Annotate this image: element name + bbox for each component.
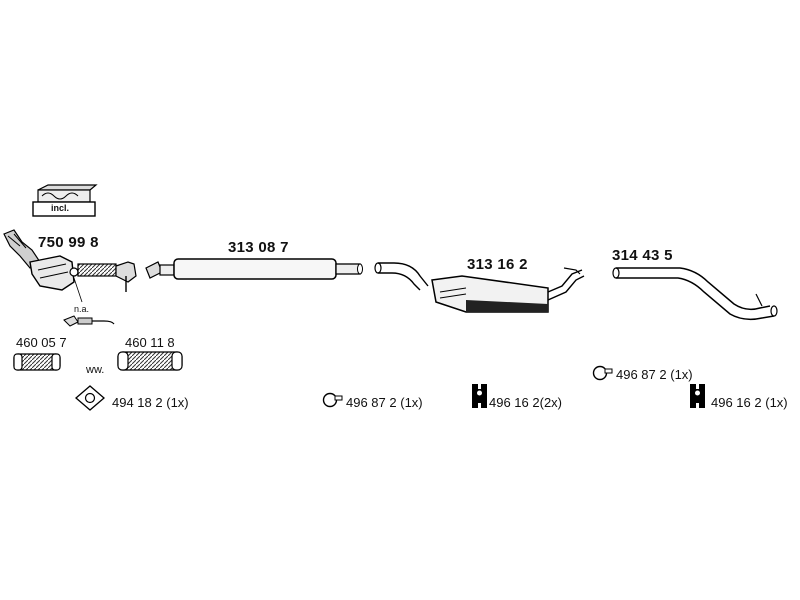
clamp-2-qty: (1x) [670, 367, 693, 382]
part-number-flex-pipe-a: 460 05 7 [16, 335, 67, 350]
clamp-2-number: 496 87 2 [616, 367, 667, 382]
clamp-1-icon [322, 392, 343, 408]
hanger-1-icon [472, 384, 487, 408]
hanger-1-number: 496 16 2 [489, 395, 540, 410]
hanger-1-qty: (2x) [539, 395, 562, 410]
clamp-2-icon [592, 365, 613, 381]
hanger-1-label: 496 16 2(2x) [489, 395, 562, 410]
lambda-sensor [63, 315, 115, 327]
gasket-number: 494 18 2 [112, 395, 163, 410]
hanger-2-qty: (1x) [765, 395, 788, 410]
included-kit-box [32, 184, 98, 217]
hanger-2-icon [690, 384, 705, 408]
included-kit-label: incl. [51, 203, 70, 213]
clamp-1-qty: (1x) [400, 395, 423, 410]
part-number-middle-pipe: 313 08 7 [228, 239, 289, 256]
part-number-rear-pipe: 314 43 5 [612, 247, 673, 264]
clamp-2-label: 496 87 2 (1x) [616, 367, 693, 382]
hanger-2-number: 496 16 2 [711, 395, 762, 410]
flex-pipe-a [13, 353, 61, 371]
centre-silencer [374, 262, 585, 313]
clamp-1-number: 496 87 2 [346, 395, 397, 410]
gasket [75, 385, 105, 411]
sensor-note: n.a. [74, 304, 90, 314]
clamp-1-label: 496 87 2 (1x) [346, 395, 423, 410]
gasket-qty: (1x) [166, 395, 189, 410]
middle-pipe [145, 258, 363, 280]
hanger-2-label: 496 16 2 (1x) [711, 395, 788, 410]
part-number-flex-pipe-b: 460 11 8 [125, 335, 175, 350]
part-number-catalytic-converter: 750 99 8 [38, 234, 99, 251]
part-number-centre-silencer: 313 16 2 [467, 256, 528, 273]
catalytic-converter [3, 229, 137, 303]
alternative-note: ww. [86, 364, 105, 376]
rear-pipe [612, 267, 778, 321]
flex-pipe-b [117, 351, 183, 371]
gasket-label: 494 18 2 (1x) [112, 395, 189, 410]
